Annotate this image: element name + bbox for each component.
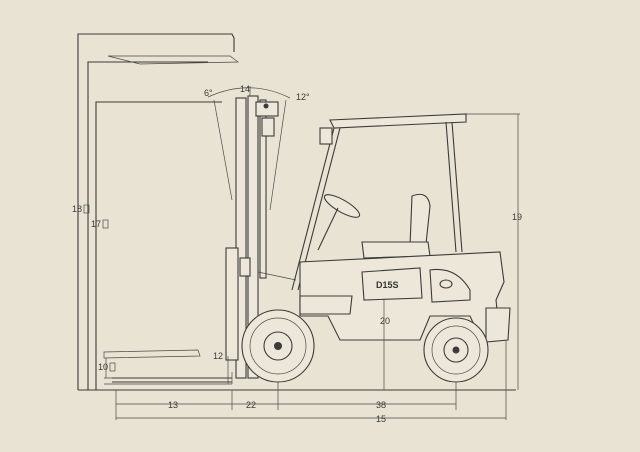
overhead-guard: [291, 113, 467, 291]
rear-wheel: [423, 317, 489, 383]
truck-body: [299, 251, 511, 343]
min-fork-height-suffix-box: [109, 362, 116, 372]
min-fork-height-label: 10: [98, 362, 108, 372]
model-label: D15S: [376, 280, 399, 290]
steering-wheel: [317, 194, 361, 251]
overall-height-line: [466, 113, 520, 390]
overall-length-label: 15: [376, 414, 386, 424]
max-fork-height-label: 18: [72, 204, 82, 214]
max-fork-height-suffix-box: [83, 204, 90, 214]
tilt-forward-label: 6°: [204, 88, 213, 98]
mast: [225, 95, 297, 379]
ground-clearance-label: 20: [380, 316, 390, 326]
mast-tilt-arc: [207, 86, 291, 211]
free-lift-height-suffix-box: [102, 219, 109, 229]
fork: [112, 372, 233, 384]
tilt-back-label: 12°: [296, 92, 310, 102]
mast-tilt-span-label: 14: [240, 84, 250, 94]
horizontal-dimension-lines: [115, 340, 507, 420]
free-lift-height-label: 17: [91, 219, 101, 229]
fork-length-label: 13: [168, 400, 178, 410]
wheelbase-label: 38: [376, 400, 386, 410]
emblem: [439, 279, 453, 289]
front-wheel: [241, 309, 315, 383]
front-overhang-label: 22: [246, 400, 256, 410]
head-lamp: [319, 127, 333, 145]
overall-height-label: 19: [512, 212, 522, 222]
height-dimension-lines: [77, 33, 240, 390]
fork-thickness-label: 12: [213, 351, 223, 361]
